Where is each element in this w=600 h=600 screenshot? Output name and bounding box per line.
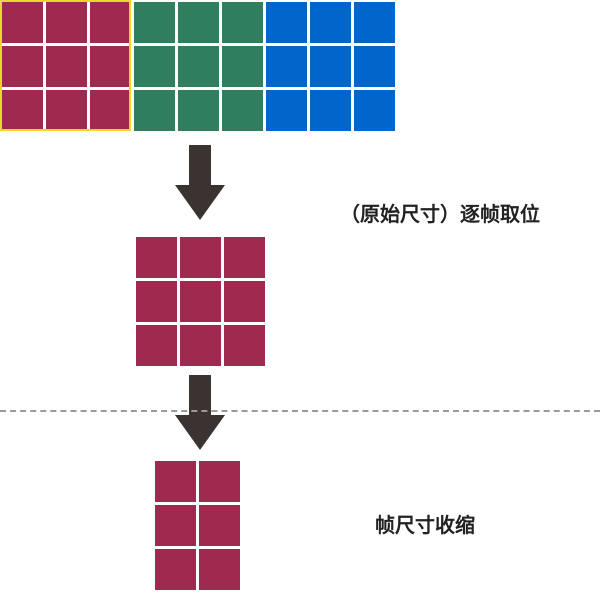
frame-cell (155, 461, 196, 502)
crop-step-label: （原始尺寸）逐帧取位 (340, 202, 540, 226)
sheet-cell (354, 46, 395, 87)
sheet-cell (90, 90, 131, 131)
arrow-down-icon (175, 145, 225, 220)
sheet-cell (222, 46, 263, 87)
sheet-cell (222, 90, 263, 131)
sheet-cell (2, 46, 43, 87)
frame-cell (199, 505, 240, 546)
frame-cell (199, 461, 240, 502)
sheet-cell (266, 46, 307, 87)
frame-cell (136, 325, 177, 366)
frame-cell (136, 281, 177, 322)
sheet-cell (90, 46, 131, 87)
sheet-cell (134, 90, 175, 131)
sheet-cell (310, 90, 351, 131)
sheet-cell (2, 2, 43, 43)
sheet-cell (222, 2, 263, 43)
sheet-cell (2, 90, 43, 131)
frame-cell (224, 281, 265, 322)
sheet-cell (178, 46, 219, 87)
section-divider (0, 410, 600, 412)
sheet-cell (266, 2, 307, 43)
sheet-cell (134, 46, 175, 87)
sheet-cell (134, 2, 175, 43)
sheet-cell (310, 2, 351, 43)
sheet-cell (310, 46, 351, 87)
sheet-cell (46, 90, 87, 131)
sheet-cell (354, 90, 395, 131)
frame-cell (180, 237, 221, 278)
sheet-cell (46, 2, 87, 43)
sheet-cell (354, 2, 395, 43)
frame-cell (224, 237, 265, 278)
sheet-cell (90, 2, 131, 43)
arrow-down-icon (175, 375, 225, 450)
sheet-cell (46, 46, 87, 87)
shrink-step-label: 帧尺寸收缩 (375, 513, 475, 537)
frame-cell (155, 549, 196, 590)
frame-cell (224, 325, 265, 366)
frame-cell (136, 237, 177, 278)
frame-cell (180, 281, 221, 322)
sheet-cell (178, 90, 219, 131)
sheet-cell (266, 90, 307, 131)
sheet-cell (178, 2, 219, 43)
frame-cell (155, 505, 196, 546)
frame-cell (199, 549, 240, 590)
frame-cell (180, 325, 221, 366)
